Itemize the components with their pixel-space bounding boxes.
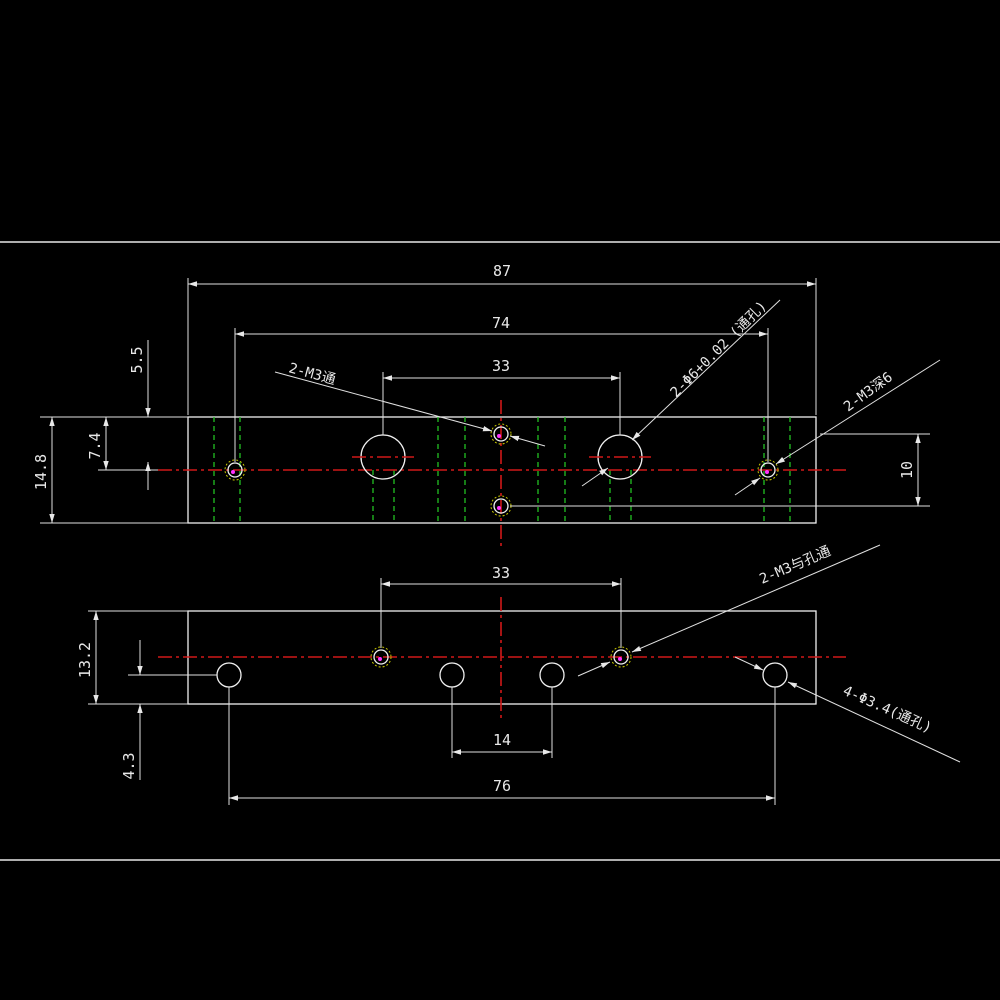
leader-m3-with-hole	[631, 544, 881, 653]
dim-text-4-3: 4.3	[120, 752, 138, 779]
leader-phi34	[787, 681, 961, 763]
bottom-view-extension-lines	[88, 578, 776, 805]
leader-phi6	[631, 299, 781, 441]
dim-text-10: 10	[898, 461, 916, 479]
thread-m3-bottom-left	[370, 646, 392, 668]
hole-phi34-2	[439, 662, 465, 688]
note-phi6: 2-Φ6+0.02 (通孔)	[668, 298, 771, 401]
note-m3-deep: 2-M3深6	[841, 369, 896, 415]
thread-m3-center-top	[490, 423, 512, 445]
dim-text-33-bottom: 33	[492, 564, 510, 582]
dim-text-13-2: 13.2	[76, 642, 94, 678]
hole-phi34-4	[762, 662, 788, 688]
hole-phi34-3	[539, 662, 565, 688]
leader-m3-deep	[775, 359, 941, 465]
thread-m3-bottom-right	[610, 646, 632, 668]
dim-text-33-top: 33	[492, 357, 510, 375]
top-view: 87 74 33 14.8 7.4 5.5 10 2-M3通 2-Φ6+0.02…	[32, 262, 941, 548]
dim-text-7-4: 7.4	[86, 432, 104, 459]
dim-text-14: 14	[493, 731, 511, 749]
dim-text-87: 87	[493, 262, 511, 280]
dim-text-76: 76	[493, 777, 511, 795]
dim-text-14-8: 14.8	[32, 454, 50, 490]
thread-m3-right	[757, 459, 779, 481]
top-view-extension-lines	[40, 278, 930, 524]
hole-phi34-1	[216, 662, 242, 688]
note-m3-through: 2-M3通	[287, 360, 337, 388]
dim-text-5-5: 5.5	[128, 346, 146, 373]
thread-m3-left	[224, 459, 246, 481]
leader-m3-through	[274, 371, 493, 432]
dim-text-74: 74	[492, 314, 510, 332]
bottom-view: 33 13.2 4.3 14 76 2-M3与孔通 4-Φ3.4(通孔)	[76, 543, 961, 805]
